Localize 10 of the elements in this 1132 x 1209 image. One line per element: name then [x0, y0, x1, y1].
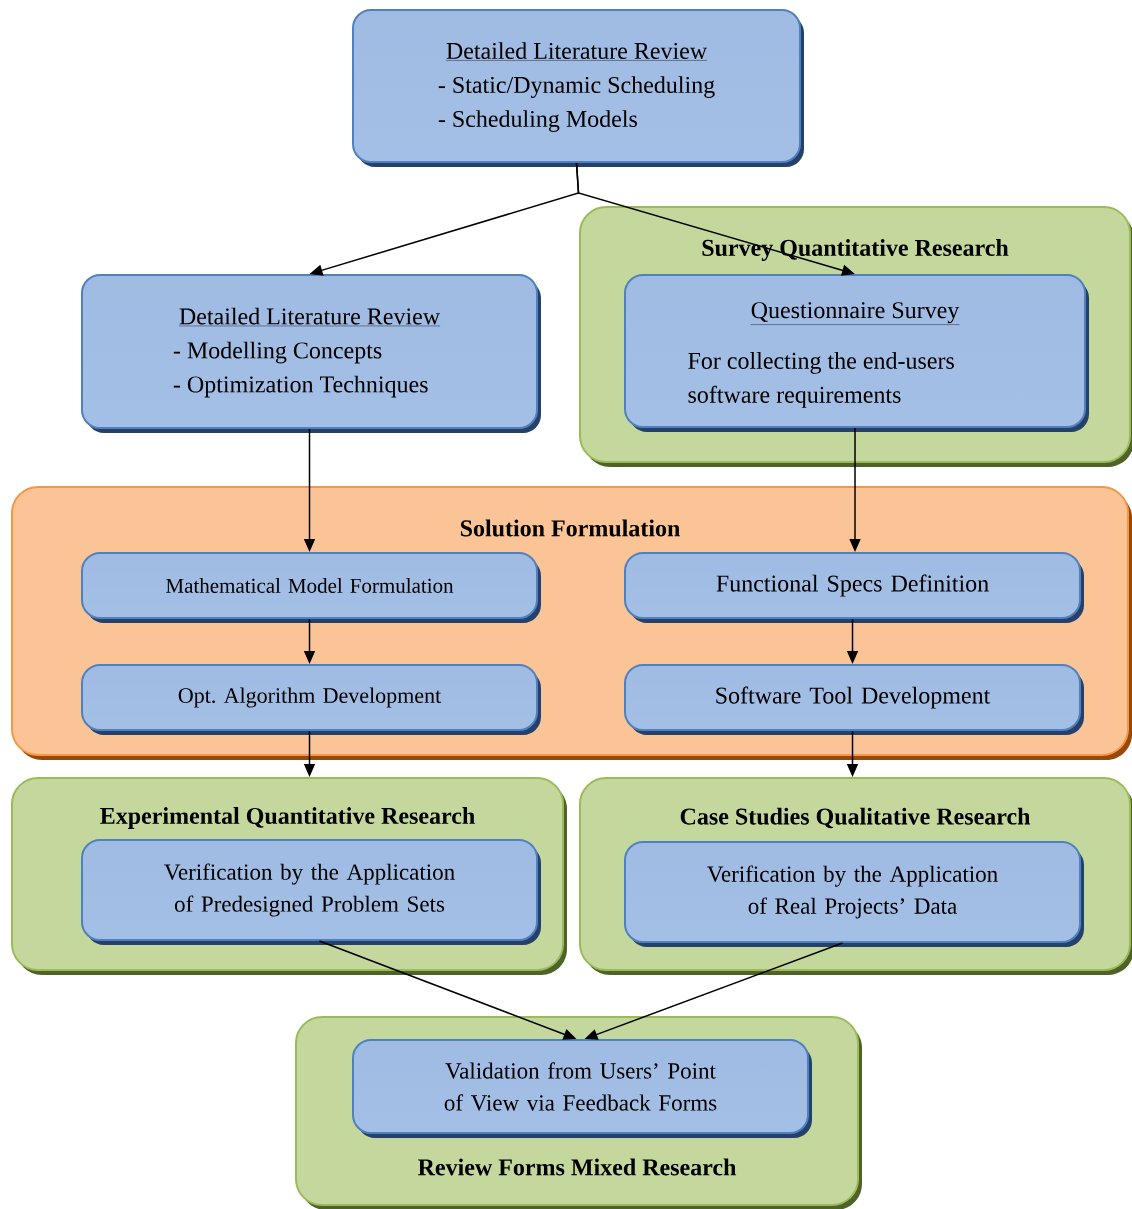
- process-box: Questionnaire Survey For collecting the end-users software requirements: [624, 274, 1089, 432]
- process-box: Detailed Literature Review - Static/Dynamic Scheduling - Scheduling Models: [352, 9, 804, 167]
- process-box: Software Tool Development: [624, 664, 1084, 735]
- process-box: Verification by the Application of Real Projects’ Data: [624, 841, 1084, 947]
- process-box: Validation from Users’ Point of View via Feedback Forms: [352, 1039, 812, 1138]
- process-box: Detailed Literature Review - Modelling Concepts - Optimization Techniques: [81, 274, 541, 433]
- process-box: Functional Specs Definition: [624, 552, 1084, 623]
- process-box: Mathematical Model Formulation: [81, 552, 541, 623]
- process-box: Opt. Algorithm Development: [81, 664, 541, 735]
- process-box: Verification by the Application of Predesigned Problem Sets: [81, 839, 541, 945]
